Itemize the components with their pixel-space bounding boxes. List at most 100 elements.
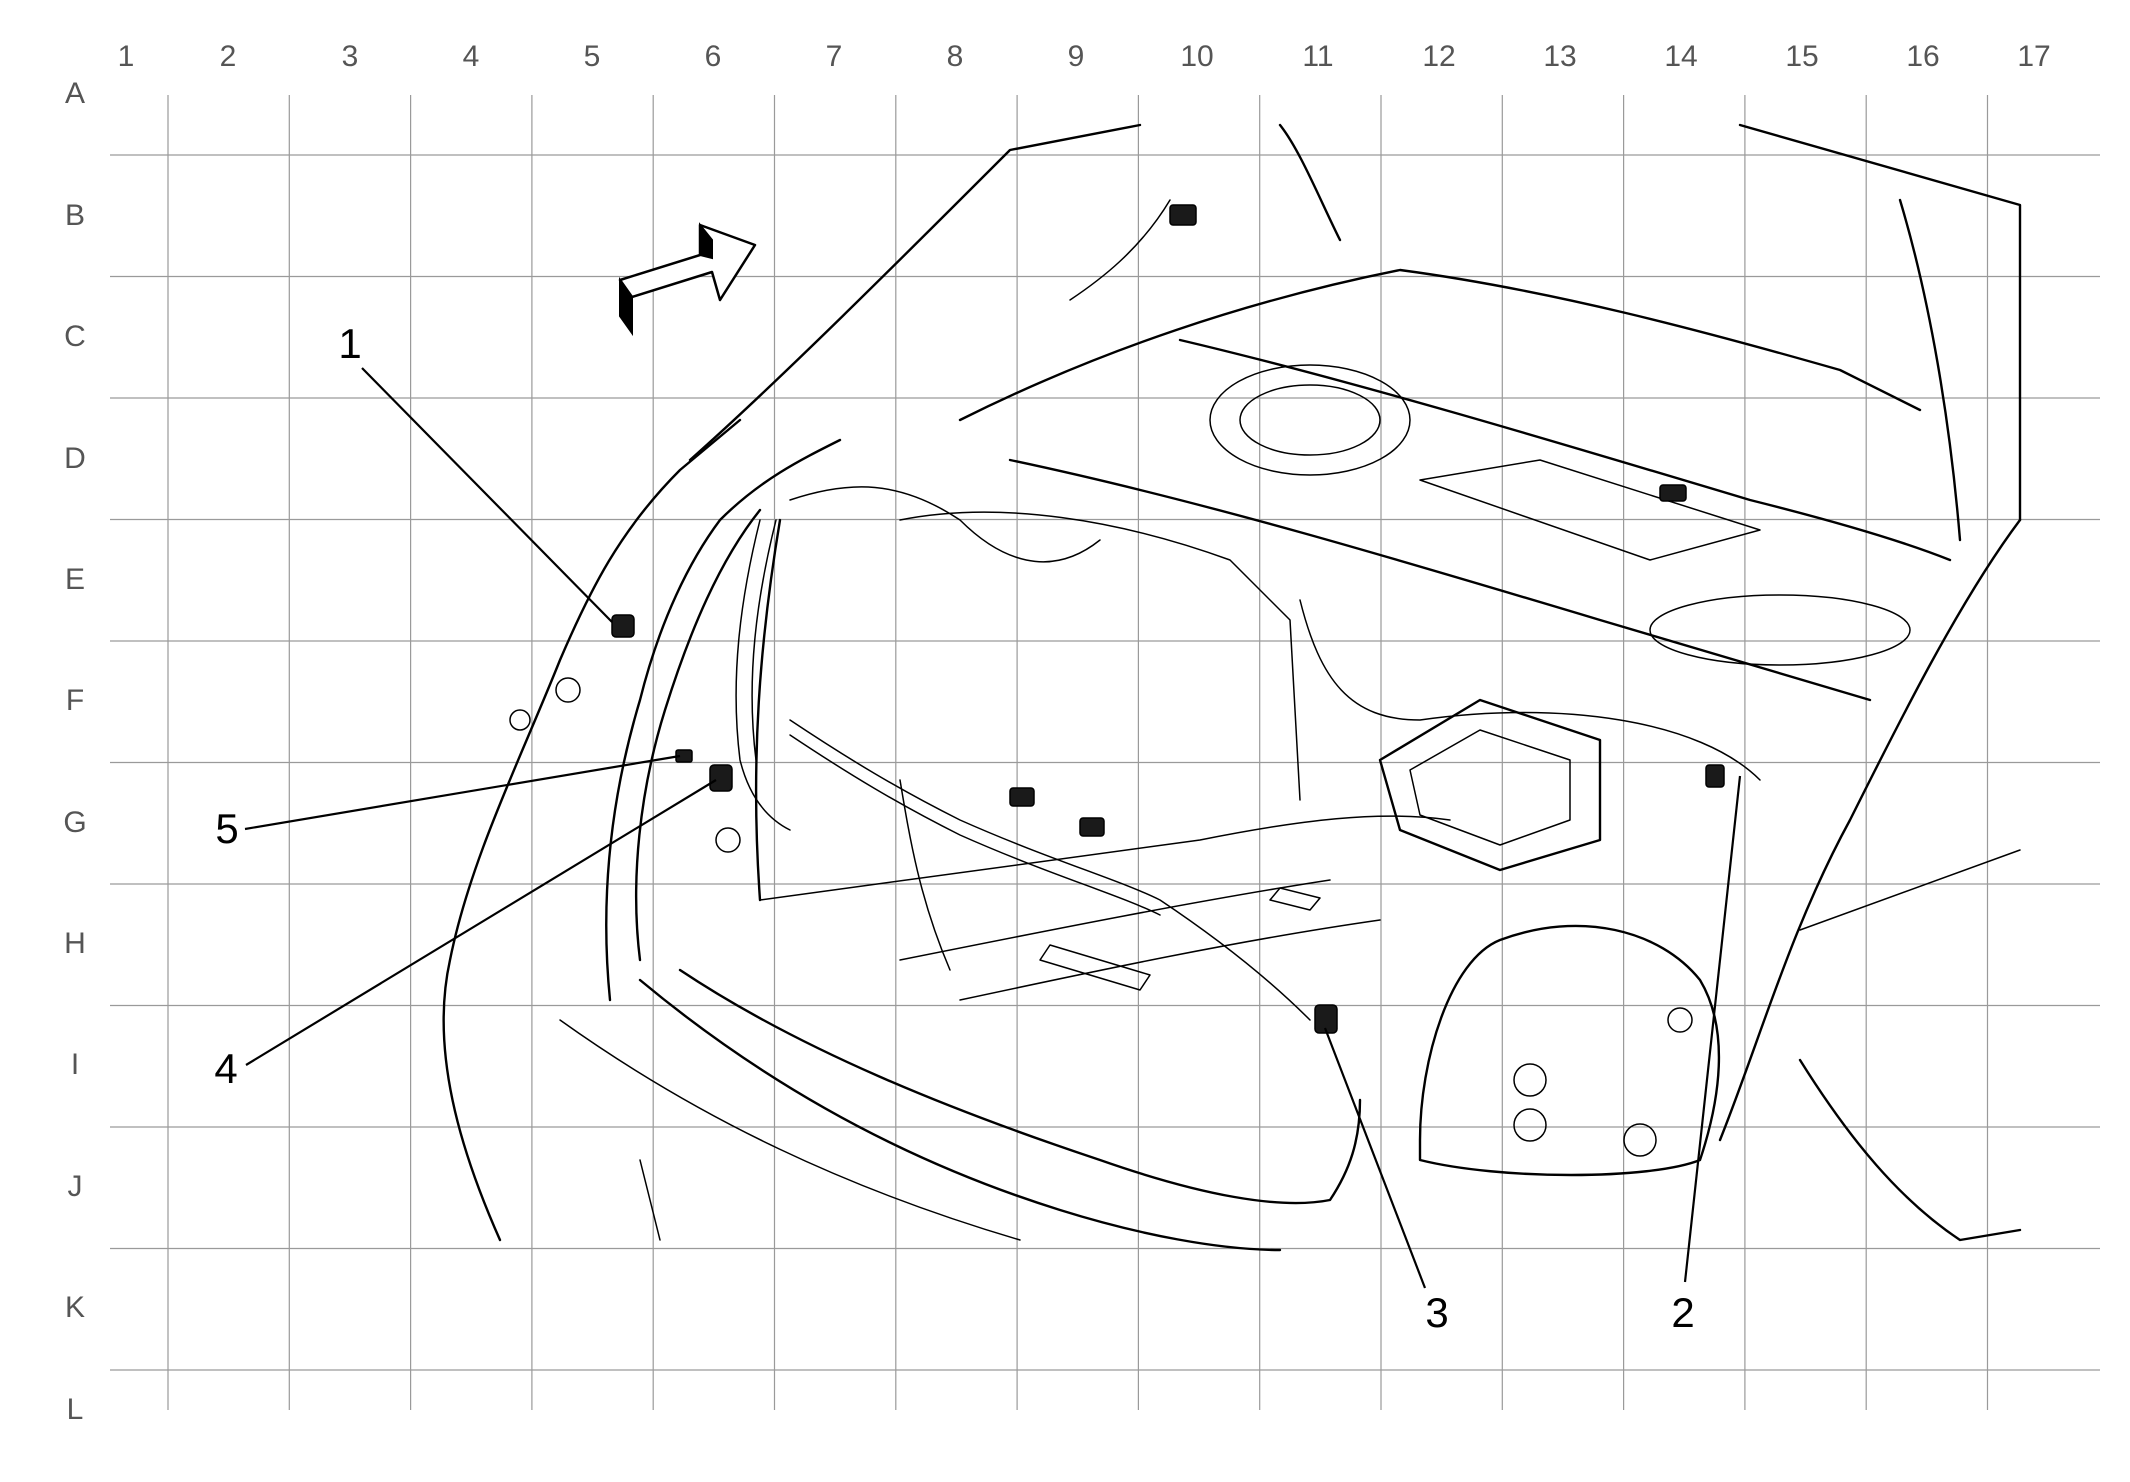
- grid-column-label: 14: [1664, 40, 1697, 73]
- grid-row-label: D: [64, 442, 86, 475]
- grid-column-label: 11: [1302, 40, 1333, 73]
- grid-column-label: 5: [584, 40, 601, 73]
- callout-labels: 1 2 3 4 5: [214, 320, 1694, 1336]
- grid-column-label: 3: [342, 40, 359, 73]
- rear-window-right-edge: [1278, 123, 1342, 242]
- grid-column-label: 4: [463, 40, 480, 73]
- grid-row-label: C: [64, 320, 86, 353]
- grid-column-label: 10: [1180, 40, 1213, 73]
- grid-column-label: 6: [705, 40, 722, 73]
- connector-floor-a: [1009, 787, 1035, 807]
- wiring-harness: [611, 199, 1761, 1034]
- trunk-floor-back-sill: [638, 978, 1282, 1252]
- left-panel-fitting-3: [715, 827, 741, 853]
- leader-1: [361, 367, 613, 623]
- callout-2-label: 2: [1671, 1289, 1694, 1336]
- harness-upper-lid: [1069, 199, 1171, 301]
- rear-deck-back: [1178, 338, 1952, 562]
- rear-deck-front: [1008, 458, 1872, 702]
- grid-column-label: 1: [118, 40, 135, 73]
- trunk-floor-rib-2: [959, 919, 1381, 1001]
- wheelhouse-bolt-4: [1667, 1007, 1693, 1033]
- callout-1-label: 1: [338, 320, 361, 367]
- rear-deck-top: [958, 268, 1922, 422]
- harness-to-floor: [789, 719, 1311, 1021]
- right-c-pillar: [1738, 123, 2022, 522]
- callout-leader-lines: [244, 367, 1742, 1289]
- leader-2: [1683, 775, 1742, 1283]
- left-quarter-panel: [442, 418, 742, 1242]
- right-quarter-panel: [1718, 518, 2022, 1142]
- grid-column-label: 16: [1906, 40, 1939, 73]
- leader-4: [245, 779, 717, 1066]
- trunk-floor-rib-1: [899, 879, 1331, 961]
- connector-lid-upper: [1169, 204, 1197, 226]
- grid-column-label: 17: [2017, 40, 2050, 73]
- wheelhouse-bolt-1: [1513, 1063, 1547, 1097]
- grid-column-label: 2: [220, 40, 237, 73]
- callout-3-label: 3: [1425, 1289, 1448, 1336]
- speaker-opening-right: [1649, 594, 1911, 666]
- left-panel-fitting-1: [555, 677, 581, 703]
- trunk-floor-pad-1: [1039, 944, 1151, 991]
- leader-5: [244, 754, 681, 831]
- callout-5-label: 5: [215, 805, 238, 852]
- left-trunk-opening-inner: [634, 508, 762, 962]
- connector-4: [709, 764, 733, 792]
- connector-1: [611, 614, 635, 638]
- grid-column-label: 12: [1422, 40, 1455, 73]
- right-fender-line: [1798, 1058, 2022, 1242]
- grid-column-label: 8: [947, 40, 964, 73]
- forward-arrow-icon: [618, 222, 757, 337]
- speaker-opening-left: [1209, 364, 1411, 476]
- bulkhead-panel: [899, 511, 1301, 801]
- harness-center-drop: [899, 779, 951, 971]
- connector-floor-b: [1079, 817, 1105, 837]
- right-wheelhouse: [1418, 924, 1721, 1177]
- grid-row-labels: A B C D E F G H I J K L: [63, 77, 86, 1426]
- grid-row-label: F: [66, 684, 84, 717]
- wheelhouse-bolt-2: [1513, 1108, 1547, 1142]
- grid-column-label: 9: [1068, 40, 1085, 73]
- speaker-opening-left-inner: [1239, 384, 1381, 456]
- vehicle-trunk-illustration: [442, 123, 2022, 1252]
- left-trunk-opening-edge: [605, 438, 842, 1002]
- rear-window-left-edge: [688, 123, 1142, 462]
- rear-bumper-line-2: [639, 1159, 661, 1241]
- wheelhouse-bolt-3: [1623, 1123, 1657, 1157]
- grid-row-label: A: [65, 77, 85, 110]
- leader-3: [1323, 1027, 1427, 1289]
- right-body-edge: [1799, 849, 2021, 931]
- left-panel-fitting-2: [509, 709, 531, 731]
- grid-column-label: 15: [1785, 40, 1818, 73]
- grid-row-label: K: [65, 1291, 85, 1324]
- trunk-floor-rear-edge: [678, 968, 1362, 1205]
- rear-bumper-line-1: [559, 1019, 1021, 1241]
- rear-bulkhead: [754, 518, 782, 902]
- harness-to-right: [1299, 599, 1761, 781]
- grid-row-label: B: [65, 199, 85, 232]
- grid-column-label: 13: [1543, 40, 1576, 73]
- grid-lines: [110, 95, 2100, 1410]
- connector-2: [1705, 764, 1725, 788]
- storage-tub-inner: [1409, 729, 1571, 846]
- harness-left-upright-parallel: [751, 519, 777, 761]
- grid-row-label: J: [68, 1170, 83, 1203]
- grid-column-label: 7: [826, 40, 843, 73]
- connector-deck: [1659, 484, 1687, 502]
- trunk-floor-front-edge: [759, 815, 1451, 901]
- harness-left-upright: [735, 519, 791, 831]
- grid-row-label: L: [67, 1393, 84, 1426]
- trunk-floor-pad-2: [1269, 887, 1321, 911]
- grid-row-label: G: [63, 806, 86, 839]
- storage-tub: [1378, 698, 1602, 872]
- grid-row-label: H: [64, 927, 86, 960]
- grid-row-label: E: [65, 563, 85, 596]
- grid-row-label: I: [71, 1048, 79, 1081]
- right-c-pillar-inner: [1898, 198, 1962, 542]
- harness-cross-lid: [789, 486, 1101, 563]
- harness-to-floor-parallel: [789, 734, 1161, 916]
